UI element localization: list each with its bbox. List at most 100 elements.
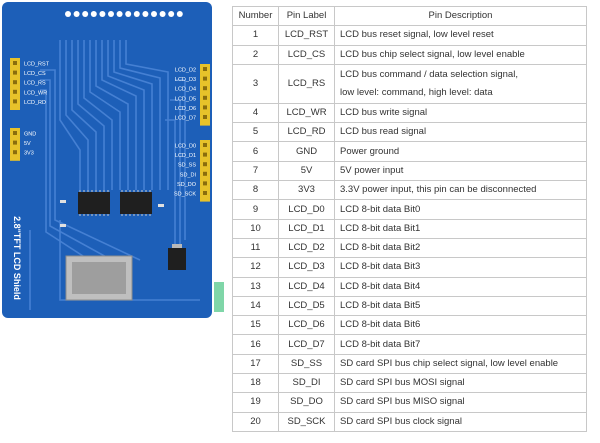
pcb-traces [29, 40, 200, 310]
header-pin [203, 115, 207, 119]
sd-card-slot [72, 262, 126, 294]
header-pin [203, 76, 207, 81]
pin-number: 6 [232, 141, 279, 162]
pin-label: LCD_D1 [278, 218, 335, 239]
pin-number: 4 [232, 102, 279, 124]
pin-label: LCD_D0 [278, 199, 335, 220]
pin-label: LCD_D5 [278, 295, 335, 317]
header-pin-label: LCD_D1 [175, 153, 196, 159]
smd-resistor [60, 200, 66, 203]
pin-label: 5V [278, 160, 335, 182]
pin-number: 13 [232, 276, 279, 297]
pin-number: 20 [232, 411, 279, 432]
header-pin [13, 140, 17, 145]
pin-number: 10 [232, 218, 279, 239]
header-pin-label: LCD_D0 [175, 144, 196, 150]
left-header-j1: LCD_RST LCD_CS LCD_RS LCD_WR LCD_RD [10, 58, 50, 110]
pin-label: LCD_RST [278, 25, 335, 46]
pin-label: LCD_RD [278, 122, 335, 143]
voltage-regulator [168, 248, 186, 270]
pin-number: 9 [232, 199, 279, 220]
header-pin-label: LCD_D3 [175, 77, 196, 83]
pin-label: LCD_D7 [278, 334, 335, 355]
pin-description-line: low level: command, high level: data [340, 86, 493, 98]
header-pin [203, 95, 207, 100]
header-pin [203, 143, 207, 147]
header-pin-label: LCD_RD [24, 100, 46, 106]
pin-label: LCD_D2 [278, 237, 335, 259]
pin-description: LCD bus chip select signal, low level en… [334, 44, 587, 65]
header-pin-label: LCD_RST [24, 62, 50, 68]
pin-description: LCD 8-bit data Bit3 [334, 257, 587, 278]
chip-u1 [78, 192, 110, 214]
pin-label: GND [278, 141, 335, 162]
header-pin [203, 162, 207, 167]
pin-hole [142, 11, 149, 17]
header-pin-label: SD_SCK [174, 192, 196, 198]
regulator-tab [172, 244, 182, 248]
header-pin [13, 131, 17, 135]
pin-number: 18 [232, 373, 279, 394]
pin-hole [168, 11, 175, 17]
pin-description: LCD bus reset signal, low level reset [334, 25, 587, 46]
smd-resistor [158, 204, 164, 207]
pin-description: SD card SPI bus MOSI signal [334, 373, 587, 394]
smd-resistor [60, 224, 66, 227]
pin-description: Power ground [334, 141, 587, 162]
pin-description: LCD 8-bit data Bit5 [334, 295, 587, 317]
header-pin-label: LCD_D4 [175, 87, 196, 93]
edge-marker [214, 282, 224, 312]
pin-description: 5V power input [334, 160, 587, 182]
pin-description: LCD 8-bit data Bit2 [334, 237, 587, 259]
pin-number: 14 [232, 295, 279, 317]
header-pin-label: SD_DI [180, 172, 197, 178]
pin-hole [125, 11, 132, 17]
pin-description: LCD bus write signal [334, 102, 587, 124]
header-pin [13, 99, 17, 104]
header-pin-label: LCD_CS [24, 71, 46, 77]
pin-description: SD card SPI bus clock signal [334, 411, 587, 432]
pin-label: SD_SCK [278, 411, 335, 432]
pin-description: LCD 8-bit data Bit1 [334, 218, 587, 239]
pin-number: 15 [232, 315, 279, 336]
pin-hole [65, 11, 71, 17]
header-pin-label: Pin Label [278, 5, 335, 27]
pin-label: SD_DI [278, 373, 335, 394]
header-pin-label: LCD_RS [24, 81, 46, 87]
header-pin [13, 70, 17, 75]
top-pin-holes [65, 11, 183, 17]
pin-number: 16 [232, 334, 279, 355]
pin-label: 3V3 [278, 180, 335, 201]
chip-u2 [120, 192, 152, 214]
pin-hole [176, 11, 183, 17]
pin-description: 3.3V power input, this pin can be discon… [334, 180, 587, 201]
header-pin [13, 80, 17, 85]
pin-number: 2 [232, 44, 279, 65]
pin-hole [116, 11, 123, 17]
pin-hole [90, 11, 97, 17]
pin-number: 7 [232, 160, 279, 182]
pin-number: 12 [232, 257, 279, 278]
pin-hole [133, 11, 140, 17]
header-pin-label: LCD_WR [24, 90, 47, 96]
pin-label: SD_DO [278, 392, 335, 413]
header-pin [13, 150, 17, 155]
